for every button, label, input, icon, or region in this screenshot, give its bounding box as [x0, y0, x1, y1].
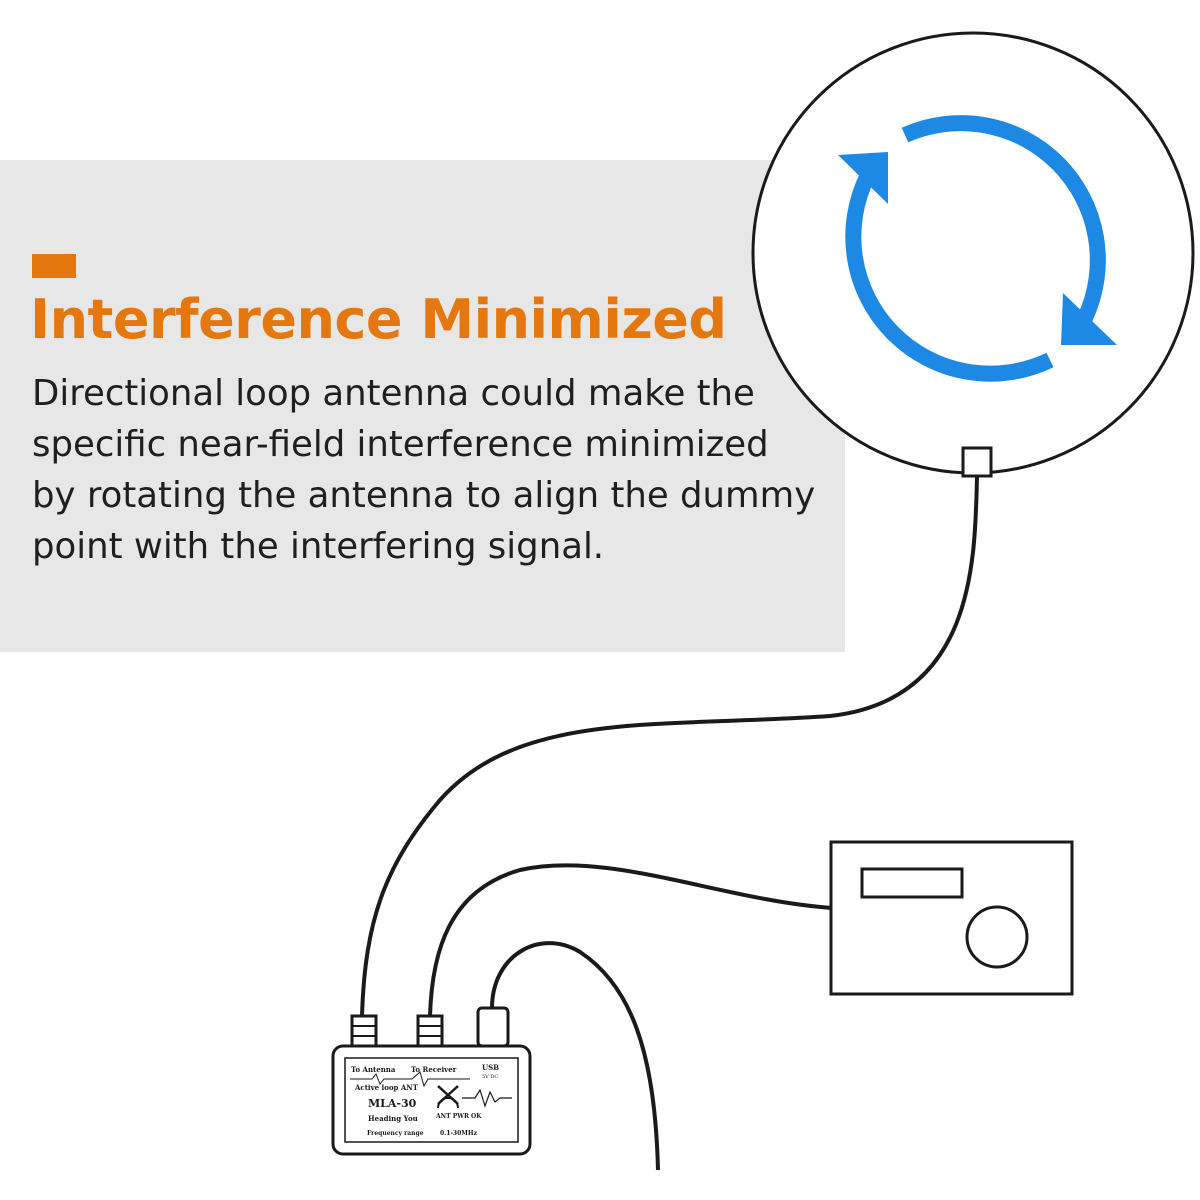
indicator-label: ANT PWR OK — [435, 1113, 482, 1120]
schematic-trace — [350, 1071, 470, 1088]
model-label: MLA-30 — [368, 1097, 417, 1110]
loop-antenna — [751, 31, 1195, 475]
power-cable — [490, 941, 660, 1171]
radio-tuning-knob — [965, 905, 1029, 969]
description-text: Directional loop antenna could make the … — [32, 373, 816, 567]
rotate-arrows-icon — [838, 115, 1117, 382]
amplifier-box: To Antenna To Receiver USB 5V DC Active … — [331, 1044, 532, 1156]
radio-display — [860, 867, 964, 899]
receiver-cable — [428, 863, 833, 1017]
accent-bar — [32, 254, 76, 278]
antenna-port-label: To Antenna — [351, 1065, 396, 1074]
receiver-connector — [416, 1014, 444, 1048]
signal-trace — [462, 1088, 512, 1108]
receiver-port-label: To Receiver — [411, 1065, 457, 1074]
power-port-label: USB — [482, 1063, 499, 1072]
power-connector — [476, 1006, 510, 1048]
antenna-cable — [360, 475, 979, 1017]
headline: Interference Minimized — [30, 288, 727, 351]
direction-label: Heading You — [368, 1114, 418, 1123]
power-spec: 5V DC — [482, 1074, 498, 1080]
radio-receiver — [829, 840, 1074, 996]
info-panel: Interference Minimized Directional loop … — [0, 160, 845, 652]
frequency-range-label: Frequency range — [367, 1130, 424, 1137]
feed-point — [961, 446, 993, 478]
product-line-label: Active loop ANT — [354, 1083, 419, 1092]
frequency-range-value: 0.1-30MHz — [440, 1130, 478, 1137]
dummy-point-icon — [437, 1085, 459, 1109]
antenna-connector — [350, 1014, 378, 1048]
